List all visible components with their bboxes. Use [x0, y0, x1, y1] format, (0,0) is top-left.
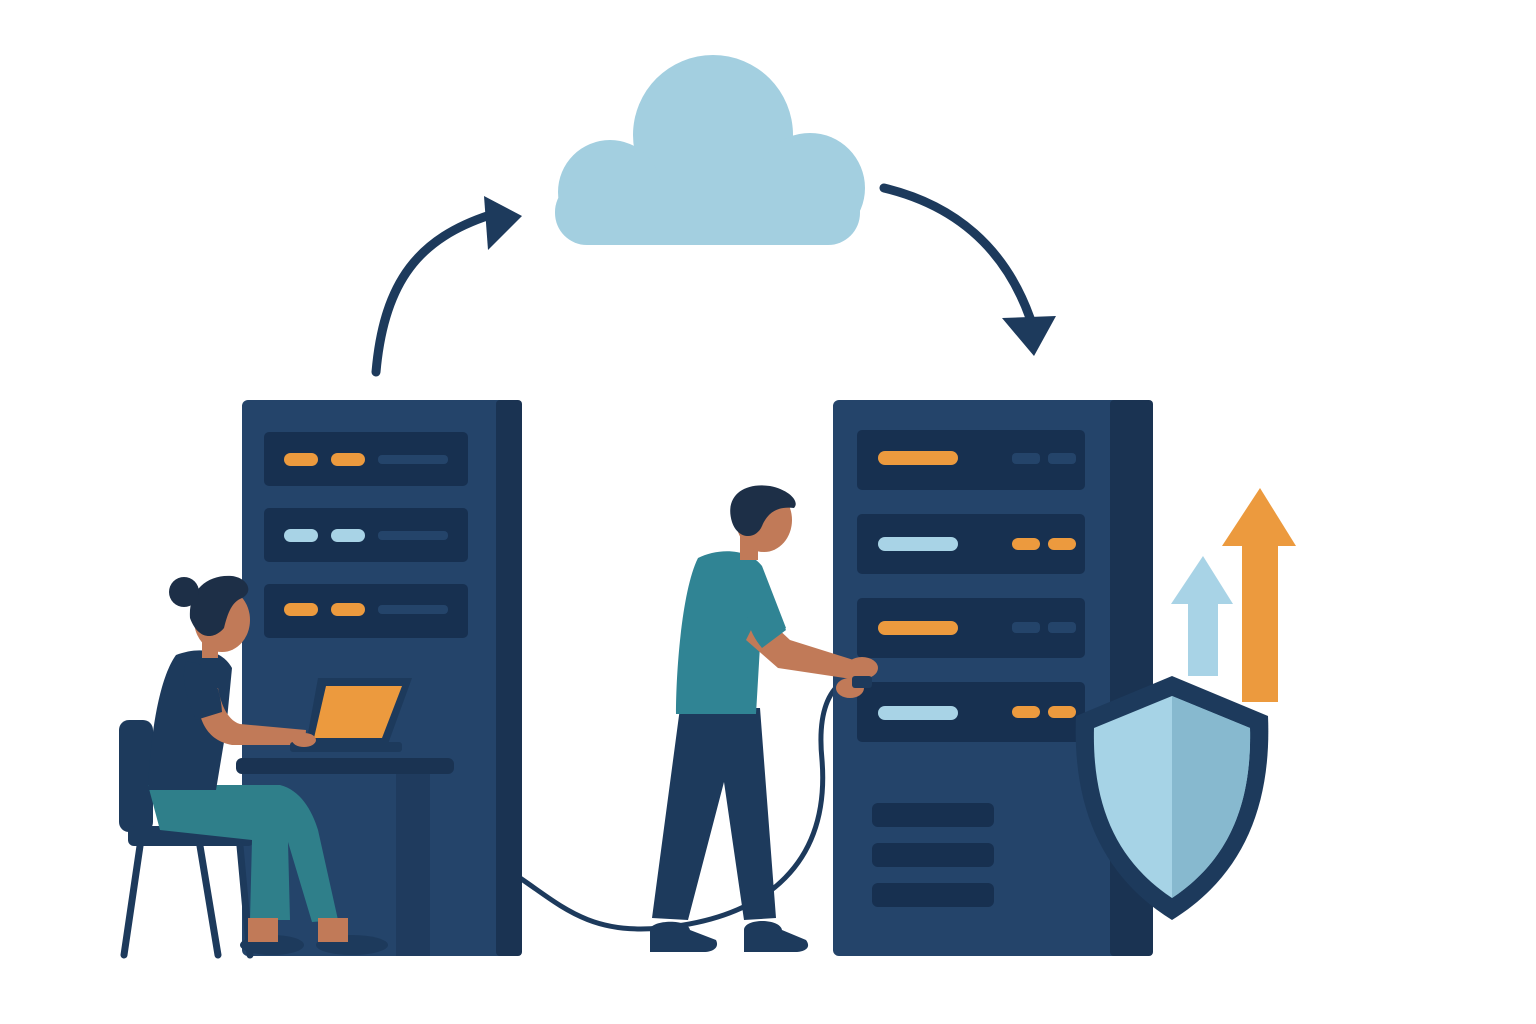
arrow-from-cloud	[879, 183, 1056, 356]
cable-plug	[852, 676, 872, 688]
server-slot	[857, 598, 1085, 658]
server-slot	[264, 508, 468, 562]
woman-with-laptop	[119, 575, 454, 959]
server-slot	[857, 430, 1085, 490]
server-vent	[872, 883, 994, 907]
server-vent	[872, 803, 994, 827]
shield-icon	[1075, 676, 1269, 920]
arrow-up-small-icon	[1171, 556, 1233, 676]
laptop-icon	[290, 678, 412, 752]
server-slot	[264, 584, 468, 638]
server-slot	[857, 682, 1085, 742]
arrow-to-cloud	[371, 196, 522, 377]
server-rack-right	[833, 400, 1153, 956]
man-connecting-cable	[650, 485, 878, 952]
server-slot	[857, 514, 1085, 574]
server-vent	[872, 843, 994, 867]
server-slot	[264, 432, 468, 486]
arrow-up-large-icon	[1222, 488, 1296, 702]
cloud-icon	[555, 55, 865, 245]
desk	[236, 758, 454, 956]
growth-arrows	[1171, 488, 1296, 702]
